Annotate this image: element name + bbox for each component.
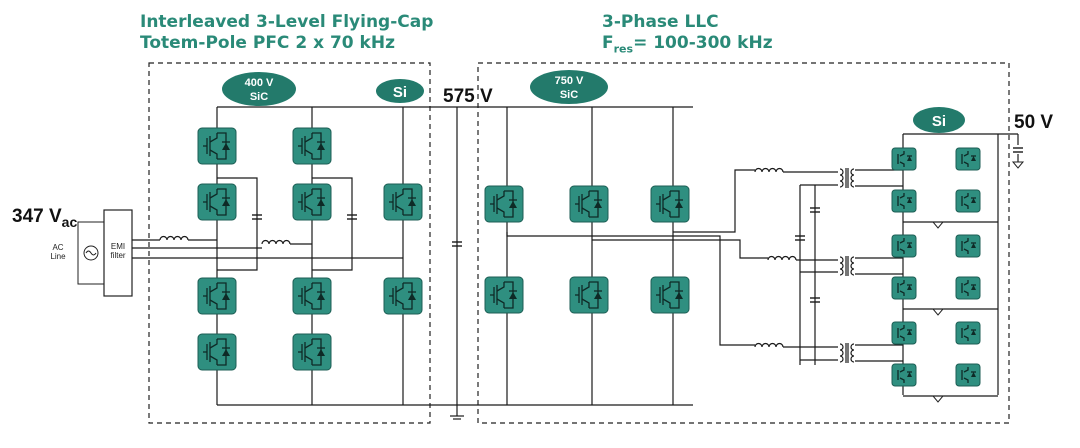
pfc-title: Interleaved 3-Level Flying-Cap Totem-Pol… (140, 12, 433, 54)
llc-fres-value: = 100-300 kHz (633, 33, 773, 53)
pfc-title-line2: Totem-Pole PFC 2 x 70 kHz (140, 33, 395, 53)
llc-section-box (477, 62, 1010, 424)
llc-sic-badge-voltage: 750 V (555, 75, 584, 87)
llc-fres-symbol: F (602, 33, 614, 53)
input-voltage-label: 347 Vac (12, 206, 77, 230)
llc-title: 3-Phase LLC Fres= 100-300 kHz (602, 12, 773, 59)
emi-filter-box (103, 209, 133, 297)
llc-si-badge-label: Si (932, 113, 946, 130)
ac-source-icon (83, 245, 99, 261)
pfc-title-line1: Interleaved 3-Level Flying-Cap (140, 12, 434, 32)
emi-filter-label-1: EMI (111, 242, 125, 251)
llc-sic-badge (530, 70, 608, 104)
llc-si-badge (913, 107, 965, 133)
input-voltage-value: 347 V (12, 206, 62, 227)
input-voltage-sub: ac (62, 214, 78, 230)
llc-title-line1: 3-Phase LLC (602, 12, 719, 32)
llc-sic-badge-material: SiC (560, 89, 578, 101)
llc-title-line2: Fres= 100-300 kHz (602, 33, 773, 59)
bus-voltage-label: 575 V (443, 86, 493, 107)
output-voltage-label: 50 V (1014, 112, 1053, 133)
pfc-si-badge-label: Si (393, 84, 407, 101)
emi-filter-label-2: filter (110, 251, 125, 260)
ac-line-label-2: Line (50, 252, 66, 261)
pfc-section-box (148, 62, 431, 424)
pfc-sic-badge (222, 72, 296, 106)
pfc-si-badge (376, 79, 424, 103)
pfc-sic-badge-material: SiC (250, 91, 268, 103)
llc-fres-sub: res (613, 42, 634, 56)
pfc-sic-badge-voltage: 400 V (245, 77, 274, 89)
ac-line-label-1: AC (52, 243, 63, 252)
